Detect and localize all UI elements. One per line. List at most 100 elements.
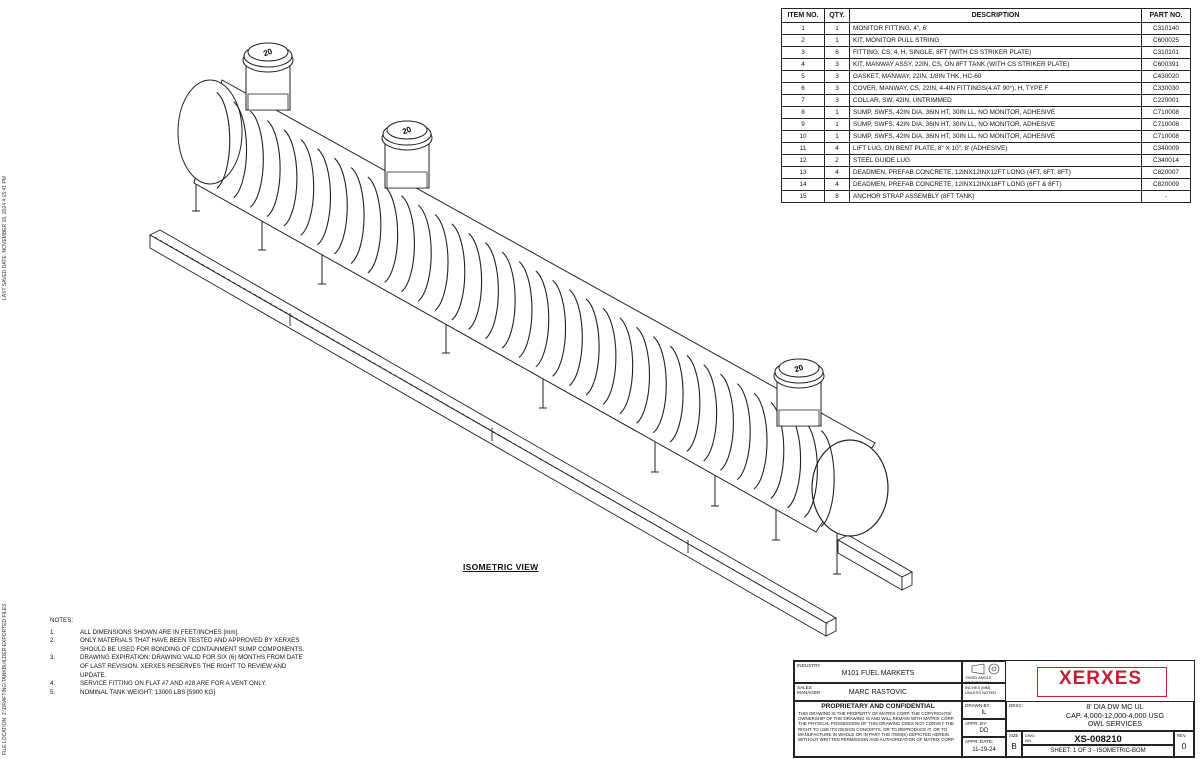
bom-cell-qty: 1: [824, 130, 850, 143]
size-value: B: [1011, 742, 1017, 751]
tank-rib: [266, 120, 281, 218]
tank-rib: [736, 383, 751, 481]
bom-cell-part: C600025: [1141, 34, 1191, 47]
note-item: 1.ALL DIMENSIONS SHOWN ARE IN FEET/INCHE…: [50, 629, 310, 638]
size-label: SIZE: [1009, 733, 1019, 738]
description-cell: DESC: 8' DIA DW MC UL CAP. 4,000-12,000-…: [1006, 701, 1194, 731]
bom-cell-part: C820007: [1141, 166, 1191, 179]
logo-frame: [1037, 667, 1167, 697]
projection-symbol-icon: [971, 663, 1000, 675]
manway: 20: [773, 358, 825, 427]
fitting-label: 20: [793, 363, 805, 375]
bom-cell-qty: 3: [824, 82, 850, 95]
drawn-by-value: IL: [981, 710, 987, 716]
desc-line-1: 8' DIA DW MC UL: [1086, 702, 1144, 711]
tank-rib: [233, 101, 248, 199]
bom-cell-item: 1: [781, 22, 825, 35]
tank-rib: [300, 138, 315, 236]
appr-by-label: APPR. BY:: [965, 721, 988, 726]
bom-cell-qty: 1: [824, 34, 850, 47]
sales-manager-cell: SALES MANAGER MARC RASTOVIC: [794, 683, 962, 701]
bom-header-qty: QTY.: [824, 8, 850, 23]
tank-rib: [652, 336, 667, 434]
units-label: INCHES [MM] UNLESS NOTED: [965, 685, 997, 695]
tank-rib: [820, 430, 835, 528]
bom-cell-part: C310101: [1141, 46, 1191, 59]
tank-body: [177, 79, 889, 537]
notes: NOTES: 1.ALL DIMENSIONS SHOWN ARE IN FEE…: [50, 617, 310, 697]
bom-cell-description: GASKET, MANWAY, 22IN, 1/8IN THK, HC-60: [849, 70, 1142, 83]
size-cell: SIZE B: [1006, 731, 1022, 757]
proprietary-title: PROPRIETARY AND CONFIDENTIAL: [821, 703, 935, 710]
bom-cell-qty: 3: [824, 70, 850, 83]
tank-rib: [417, 204, 432, 302]
tank-rib: [770, 401, 785, 499]
tank-rib: [753, 392, 768, 490]
tank-rib: [720, 373, 734, 471]
dwg-no-cell: DWG NO. XS-008210: [1022, 731, 1174, 745]
tank-rib: [333, 157, 348, 255]
bom-cell-description: DEADMEN, PREFAB CONCRETE, 12INX12INX12FT…: [849, 166, 1142, 179]
proprietary-cell: PROPRIETARY AND CONFIDENTIAL THIS DRAWIN…: [794, 701, 962, 757]
appr-by-value: DD: [979, 728, 989, 734]
bom-cell-qty: 3: [824, 58, 850, 71]
title-block: INDUSTRY M101 FUEL MARKETS SALES MANAGER…: [793, 660, 1195, 758]
tank-rib: [619, 317, 634, 415]
bom-cell-item: 3: [781, 46, 825, 59]
desc-label: DESC:: [1009, 703, 1024, 708]
bom-cell-description: LIFT LUG, ON BENT PLATE, 8" X 10", 8' (A…: [849, 142, 1142, 155]
tank-rib: [636, 326, 651, 424]
note-item: 3.DRAWING EXPIRATION: DRAWING VALID FOR …: [50, 654, 310, 680]
sales-manager-label: SALES MANAGER: [797, 685, 821, 695]
bom-cell-qty: 6: [824, 46, 850, 59]
bom-cell-item: 12: [781, 154, 825, 167]
industry-value: M101 FUEL MARKETS: [841, 670, 915, 677]
industry-label: INDUSTRY: [797, 663, 821, 668]
dwg-no-label: DWG NO.: [1025, 733, 1035, 743]
bom-cell-qty: 4: [824, 178, 850, 191]
bom-cell-description: DEADMEN, PREFAB CONCRETE, 12INX12INX18FT…: [849, 178, 1142, 191]
bom-cell-item: 15: [781, 190, 825, 203]
sales-manager-value: MARC RASTOVIC: [848, 689, 908, 696]
bom-cell-qty: 3: [824, 94, 850, 107]
deadman-beam: [149, 229, 837, 637]
view-label: ISOMETRIC VIEW: [463, 562, 539, 572]
description-lines: 8' DIA DW MC UL CAP. 4,000-12,000-4,000 …: [1037, 702, 1193, 729]
tank-rib: [804, 420, 818, 518]
bom-cell-qty: 1: [824, 118, 850, 131]
bom-cell-part: C330030: [1141, 82, 1191, 95]
desc-line-2: CAP. 4,000-12,000-4,000 USG: [1065, 710, 1165, 720]
drawn-by-label: DRAWN BY:: [965, 703, 991, 708]
bom-cell-part: C340014: [1141, 154, 1191, 167]
bom-cell-item: 11: [781, 142, 825, 155]
bom-cell-part: C340009: [1141, 142, 1191, 155]
appr-date-label: APPR. DATE:: [965, 739, 994, 744]
notes-title: NOTES:: [50, 617, 74, 624]
bom-header-row: ITEM NO. QTY. DESCRIPTION PART NO.: [781, 8, 1191, 23]
tank-rib: [367, 176, 382, 274]
bom-cell-part: C220001: [1141, 94, 1191, 107]
bom-cell-qty: 2: [824, 154, 850, 167]
note-text: NOMINAL TANK WEIGHT: 13000 LBS [5900 KG]: [80, 688, 216, 696]
tank-rib: [518, 261, 533, 358]
note-text: SERVICE FITTING ON FLAT #7 AND #28 ARE F…: [80, 680, 267, 688]
note-number: 3.: [50, 654, 56, 662]
appr-date-cell: APPR. DATE: 11-19-24: [962, 737, 1006, 757]
fitting-label: 20: [262, 47, 274, 59]
bom-cell-part: C710008: [1141, 106, 1191, 119]
tank-rib: [350, 167, 365, 264]
note-number: 4.: [50, 680, 56, 688]
tank-rib: [250, 110, 264, 208]
